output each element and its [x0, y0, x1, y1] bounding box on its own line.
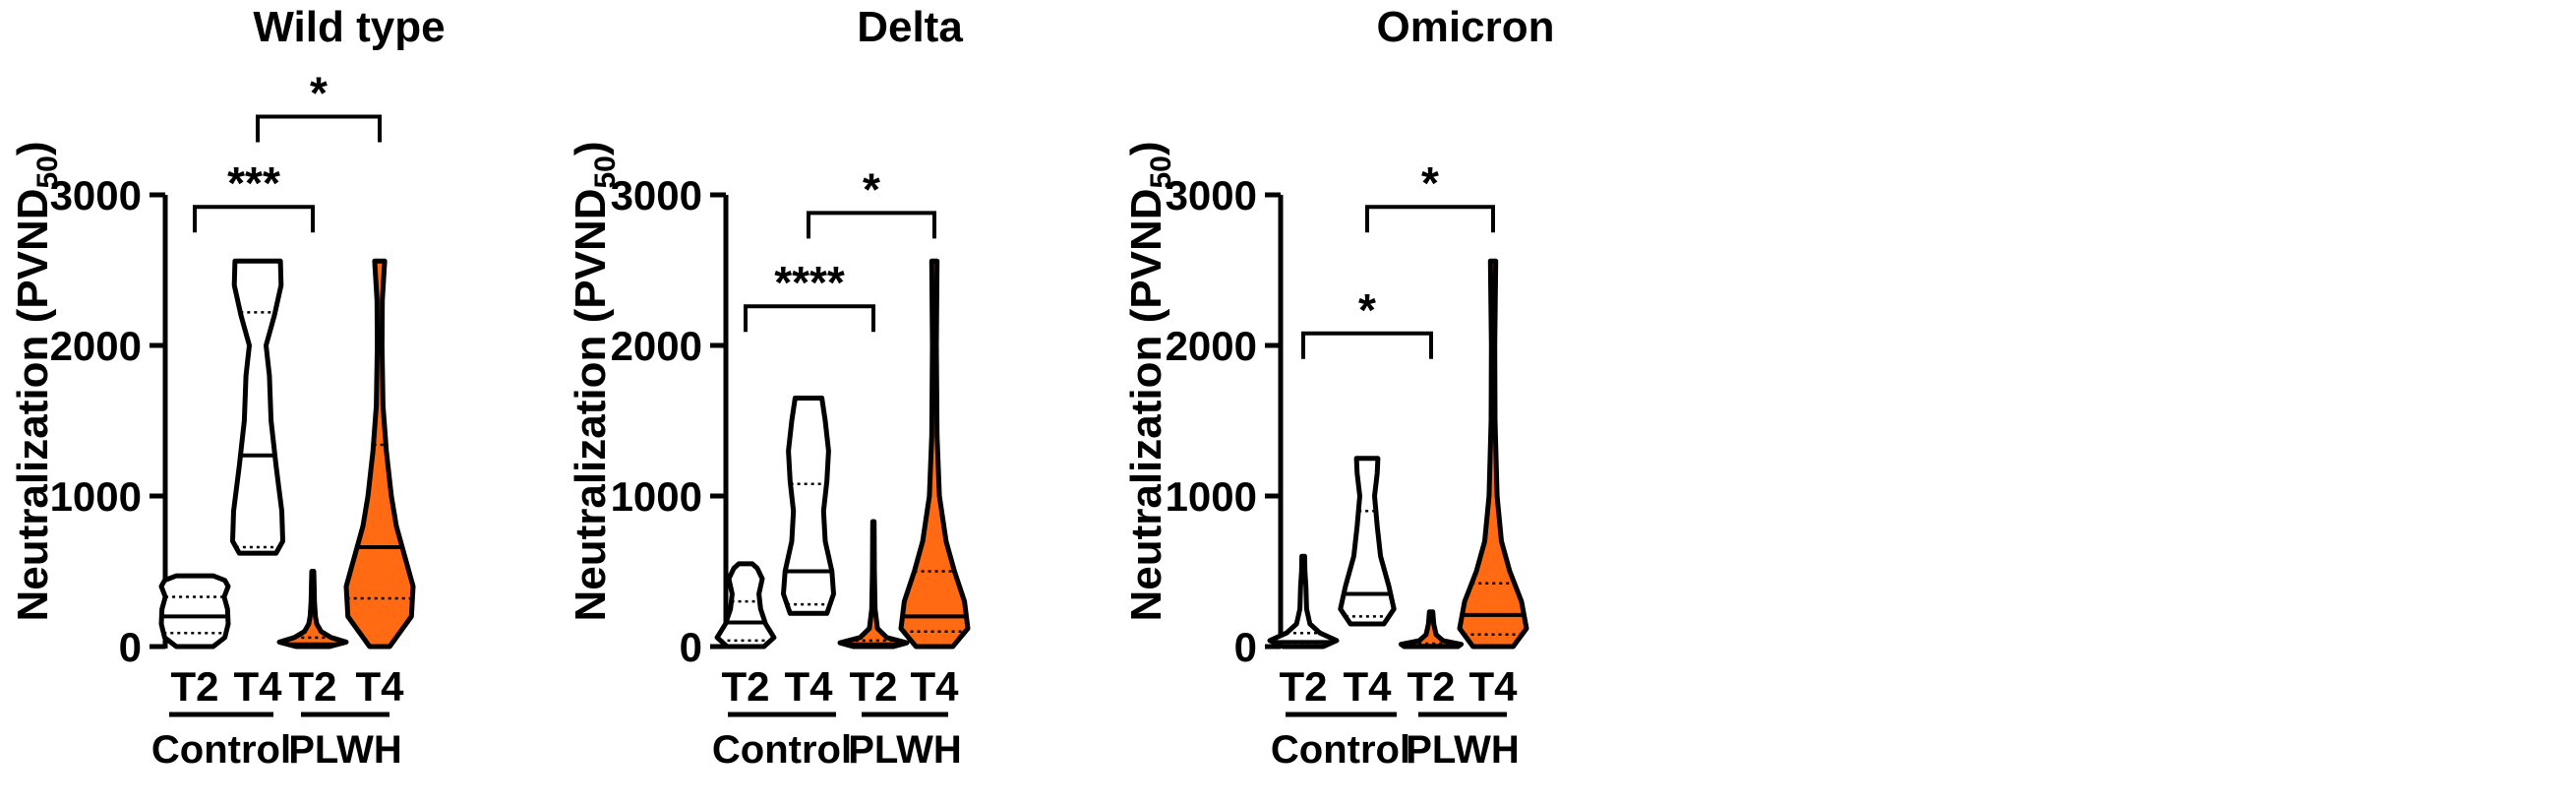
chart-title: Omicron [1377, 3, 1555, 51]
violin-body [158, 573, 231, 650]
y-axis-label-main: Neutralization (PVND [1122, 188, 1170, 621]
violin-2 [230, 258, 285, 556]
y-axis-label-subscript: 50 [31, 155, 64, 188]
y-tick-label: 2000 [1166, 323, 1257, 369]
violin-4 [343, 258, 416, 650]
x-category-label: T4 [233, 663, 282, 710]
violin-body [1398, 609, 1465, 650]
significance-label: * [863, 163, 880, 215]
group-label: Control [712, 728, 852, 772]
violin-3 [1398, 609, 1465, 650]
y-axis-label-main: Neutralization (PVND [567, 188, 615, 621]
group-label: PLWH [288, 728, 402, 772]
y-tick-label: 2000 [611, 323, 702, 369]
y-axis-label: Neutralization (PVND50) [9, 141, 64, 621]
significance-bracket [807, 211, 936, 239]
x-category-label: T4 [784, 663, 833, 710]
violin-2 [1338, 456, 1397, 627]
violin-1 [714, 561, 777, 650]
group-label: PLWH [848, 728, 962, 772]
violin-4 [1457, 258, 1529, 650]
x-category-label: T4 [1343, 663, 1392, 710]
y-tick-label: 2000 [50, 323, 142, 369]
violin-3 [276, 569, 349, 650]
y-axis-label-main: Neutralization (PVND [9, 188, 57, 621]
y-tick-label: 1000 [1166, 473, 1257, 520]
group-label: Control [1271, 728, 1410, 772]
violin-4 [898, 258, 971, 650]
y-axis-label-close: ) [567, 141, 615, 155]
violin-body [714, 561, 777, 650]
significance-label: **** [774, 257, 845, 308]
y-tick-label: 1000 [611, 473, 702, 520]
group-label: Control [151, 728, 291, 772]
chart-title: Wild type [253, 3, 445, 51]
group-label: PLWH [1406, 728, 1520, 772]
significance-bracket [1301, 331, 1433, 359]
violin-1 [158, 573, 231, 650]
x-category-label: T2 [721, 663, 769, 710]
y-tick-label: 0 [1234, 624, 1257, 670]
violin-1 [1267, 553, 1340, 650]
y-axis-label-subscript: 50 [589, 155, 622, 188]
violin-body [837, 519, 910, 650]
violin-body [230, 258, 285, 556]
x-category-label: T4 [910, 663, 959, 710]
violin-3 [837, 519, 910, 650]
y-axis-label-subscript: 50 [1145, 155, 1177, 188]
violin-2 [781, 396, 836, 616]
chart-title: Delta [857, 3, 963, 51]
y-tick-label: 0 [119, 624, 142, 670]
x-category-label: T4 [1468, 663, 1518, 710]
violin-body [1267, 553, 1340, 650]
violin-body [781, 396, 836, 616]
x-category-label: T2 [170, 663, 218, 710]
violin-body [343, 258, 416, 650]
x-category-label: T2 [1407, 663, 1455, 710]
significance-bracket [744, 304, 875, 333]
significance-label: * [310, 67, 328, 118]
y-axis-label: Neutralization (PVND50) [567, 141, 622, 621]
violin-body [1338, 456, 1397, 627]
y-axis-label-close: ) [9, 141, 57, 155]
y-tick-label: 1000 [50, 473, 142, 520]
x-category-label: T2 [1279, 663, 1327, 710]
significance-label: *** [227, 157, 280, 209]
y-tick-label: 3000 [611, 172, 702, 218]
violin-body [1457, 258, 1529, 650]
x-category-label: T4 [355, 663, 404, 710]
violin-body [898, 258, 971, 650]
x-category-label: T2 [849, 663, 897, 710]
y-axis-label-close: ) [1122, 141, 1170, 155]
y-axis-label: Neutralization (PVND50) [1122, 141, 1177, 621]
significance-bracket [193, 205, 315, 233]
y-tick-label: 3000 [50, 172, 142, 218]
x-category-label: T2 [288, 663, 336, 710]
significance-label: * [1421, 157, 1439, 209]
y-tick-label: 3000 [1166, 172, 1257, 218]
significance-bracket [1365, 205, 1495, 233]
violin-body [276, 569, 349, 650]
y-tick-label: 0 [680, 624, 702, 670]
significance-bracket [256, 114, 382, 143]
significance-label: * [1358, 284, 1376, 336]
